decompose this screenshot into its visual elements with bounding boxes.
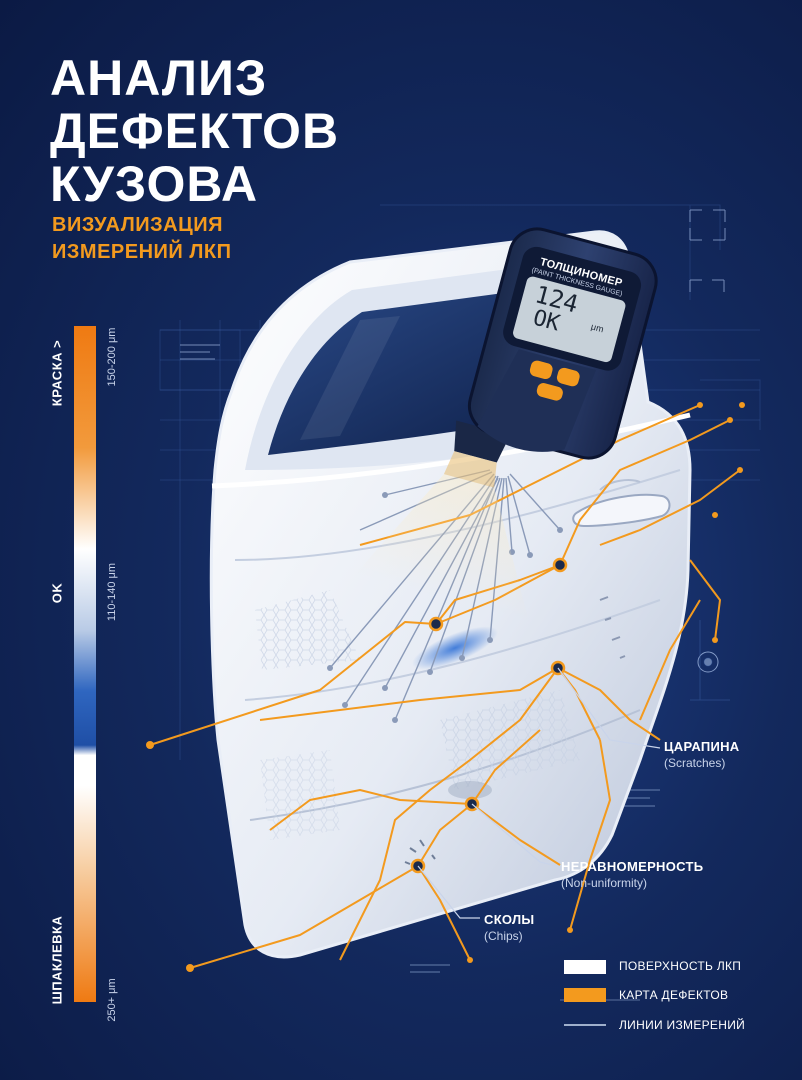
legend-swatch-orange <box>564 988 606 1002</box>
defect-points <box>146 402 745 972</box>
callout-nonuniformity: НЕРАВНОМЕРНОСТЬ (Non-uniformity) <box>561 859 703 890</box>
scale-range-paint: 150-200 μm <box>106 327 118 387</box>
callout-subtitle: (Chips) <box>484 929 523 943</box>
page-title: АНАЛИЗ ДЕФЕКТОВ КУЗОВА <box>50 52 339 211</box>
subtitle-line: ИЗМЕРЕНИЙ ЛКП <box>52 241 232 263</box>
callout-subtitle: (Non-uniformity) <box>561 876 648 890</box>
callout-title: ЦАРАПИНА <box>664 739 740 754</box>
legend-swatch-white <box>564 960 606 974</box>
subtitle: ВИЗУАЛИЗАЦИЯ ИЗМЕРЕНИЙ ЛКП <box>52 212 231 266</box>
scale-label-putty: ШПАКЛЕВКА <box>49 915 65 1005</box>
callout-title: СКОЛЫ <box>484 912 535 927</box>
title-line: АНАЛИЗ <box>50 50 268 106</box>
callout-scratches: ЦАРАПИНА (Scratches) <box>664 739 740 770</box>
gauge-status: OK <box>530 305 563 337</box>
callout-title: НЕРАВНОМЕРНОСТЬ <box>561 859 704 874</box>
scale-range-ok: 110-140 μm <box>106 562 118 622</box>
thickness-gauge <box>354 227 658 622</box>
callout-subtitle: (Scratches) <box>664 756 726 770</box>
thickness-scale-bar <box>74 326 96 1002</box>
scale-label-ok: OK <box>49 582 65 604</box>
callout-leaders <box>417 667 661 919</box>
scale-label-paint: КРАСКА > <box>49 339 65 407</box>
gauge-unit: μm <box>589 321 605 335</box>
legend-label: КАРТА ДЕФЕКТОВ <box>619 988 729 1002</box>
callout-chips: СКОЛЫ (Chips) <box>484 912 534 943</box>
legend-swatch-line <box>564 1024 606 1026</box>
measurement-points <box>327 492 563 723</box>
title-line: КУЗОВА <box>50 156 259 212</box>
legend-label: ПОВЕРХНОСТЬ ЛКП <box>619 959 742 973</box>
subtitle-line: ВИЗУАЛИЗАЦИЯ <box>52 214 223 236</box>
scale-range-putty: 250+ μm <box>106 978 118 1022</box>
title-line: ДЕФЕКТОВ <box>50 103 340 159</box>
legend-label: ЛИНИИ ИЗМЕРЕНИЙ <box>619 1018 746 1032</box>
